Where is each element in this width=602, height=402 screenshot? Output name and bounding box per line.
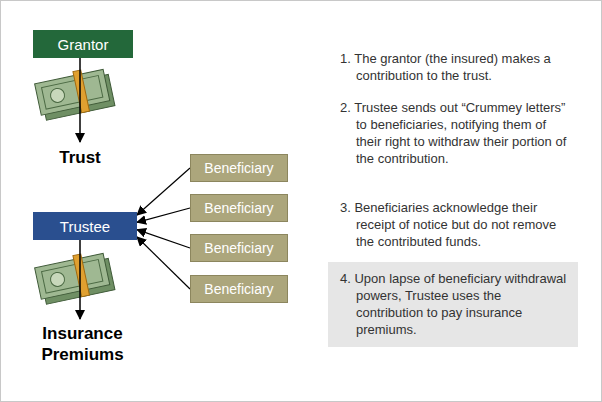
- flow-arrow: [79, 58, 81, 142]
- beneficiary-box: Beneficiary: [190, 154, 288, 182]
- node-text: Beneficiary: [204, 200, 273, 216]
- node-text: Trustee: [60, 218, 110, 235]
- beneficiary-box: Beneficiary: [190, 234, 288, 262]
- flow-arrow: [79, 240, 81, 319]
- trust-label: Trust: [35, 147, 125, 168]
- step-text: 1. The grantor (the insured) makes a con…: [340, 50, 574, 84]
- money-stack: [34, 249, 115, 305]
- beneficiary-box: Beneficiary: [190, 194, 288, 222]
- node-text: Grantor: [58, 36, 109, 53]
- trustee-box: Trustee: [33, 212, 137, 240]
- connector-arrow: [137, 168, 190, 215]
- node-text: 4. Upon lapse of beneficiary withdrawal …: [340, 270, 568, 338]
- money-stack: [34, 65, 115, 121]
- grantor-box: Grantor: [33, 30, 133, 58]
- beneficiary-box: Beneficiary: [190, 275, 288, 303]
- node-text: Beneficiary: [204, 281, 273, 297]
- connector-arrow: [137, 208, 190, 222]
- step-highlight-box: 4. Upon lapse of beneficiary withdrawal …: [328, 262, 578, 347]
- node-text: Beneficiary: [204, 240, 273, 256]
- step-text: 2. Trustee sends out “Crummey letters” t…: [340, 99, 574, 167]
- node-text: Beneficiary: [204, 160, 273, 176]
- step-text: 3. Beneficiaries acknowledge their recei…: [340, 199, 574, 250]
- premiums-label: Insurance Premiums: [15, 323, 150, 365]
- connector-arrow: [137, 237, 190, 289]
